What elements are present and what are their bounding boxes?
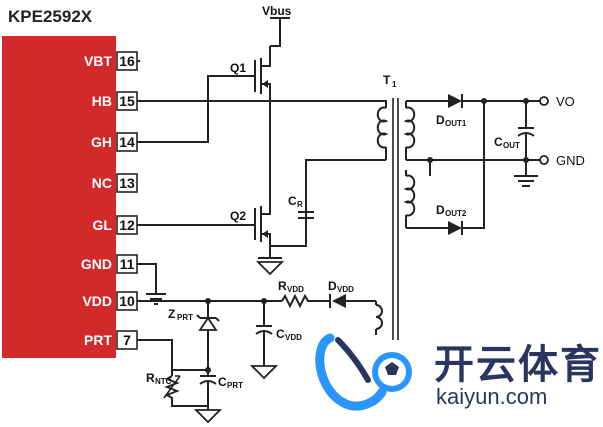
dout2-sub-label: OUT2: [445, 209, 467, 218]
q2-mosfet: Q2: [230, 200, 271, 258]
rntc-sub-label: NTC: [155, 377, 172, 386]
gnd-terminal: GND: [539, 153, 585, 168]
pin-name-nc: NC: [92, 175, 112, 191]
cr-sub-label: R: [297, 200, 303, 209]
cout-label: C: [494, 135, 503, 149]
dout2-label: D: [436, 203, 445, 217]
gnd-pin-wire: [137, 263, 157, 294]
q2-ground-icon: [255, 257, 285, 276]
q1-mosfet: Q1: [230, 46, 271, 101]
pin-number-12: 12: [119, 217, 135, 233]
prt-wire: [137, 339, 208, 371]
pin-box-13: [116, 173, 138, 193]
dvdd-diode: D VDD: [328, 279, 376, 308]
pin-number-11: 11: [120, 256, 135, 272]
rvdd-label: R: [278, 279, 287, 293]
pin-number-7: 7: [123, 332, 131, 348]
cprt-capacitor: C PRT: [193, 370, 243, 424]
pin-name-gl: GL: [93, 217, 113, 233]
pin-name-prt: PRT: [84, 332, 112, 348]
cprt-label: C: [218, 375, 227, 389]
cout-sub-label: OUT: [503, 141, 520, 150]
vo-terminal: VO: [539, 94, 575, 109]
gh-wire: [137, 75, 255, 143]
q2-label: Q2: [230, 209, 246, 223]
pin-number-15: 15: [119, 93, 135, 109]
rvdd-resistor: R VDD: [278, 279, 330, 309]
watermark-cn: 开云体育: [434, 343, 602, 387]
center-tap-wire: [406, 159, 431, 176]
pin-name-gnd: GND: [81, 256, 112, 272]
cvdd-label: C: [276, 327, 285, 341]
zprt-zener: Z PRT: [168, 301, 220, 370]
chip-title: KPE2592X: [8, 7, 93, 26]
rntc-label: R: [146, 371, 155, 385]
pin-name-hb: HB: [92, 93, 112, 109]
t1-label: T: [383, 73, 391, 87]
rvdd-sub-label: VDD: [287, 285, 304, 294]
gnd-pin-ground-icon: [146, 293, 166, 305]
cr-label: C: [288, 194, 297, 208]
pin-number-16: 16: [119, 53, 135, 69]
cvdd-capacitor: C VDD: [249, 301, 302, 380]
pin-name-vbt: VBT: [84, 53, 112, 69]
pin-number-13: 13: [119, 175, 135, 191]
dvdd-label: D: [328, 279, 337, 293]
dvdd-sub-label: VDD: [337, 285, 354, 294]
zprt-sub-label: PRT: [177, 313, 193, 322]
chip-body: [2, 36, 116, 358]
pin-name-vdd: VDD: [82, 293, 112, 309]
vbus-label: Vbus: [262, 4, 292, 18]
zprt-label: Z: [168, 307, 175, 321]
cvdd-sub-label: VDD: [285, 333, 302, 342]
cout-capacitor: C OUT: [494, 101, 538, 187]
watermark-logo-icon: [315, 333, 412, 411]
q1-label: Q1: [230, 61, 246, 75]
vbus-net: Vbus: [262, 4, 292, 47]
transformer-t1: T 1: [375, 73, 416, 340]
cr-capacitor: C R: [270, 159, 386, 247]
gnd-label: GND: [556, 153, 585, 168]
dout2-diode: D OUT2: [436, 101, 485, 235]
dout1-sub-label: OUT1: [445, 119, 467, 128]
watermark: 开云体育 kaiyun.com: [315, 333, 602, 411]
pin-number-14: 14: [119, 134, 135, 150]
vo-label: VO: [556, 94, 575, 109]
cprt-sub-label: PRT: [227, 381, 243, 390]
pin-name-gh: GH: [91, 134, 112, 150]
dout1-label: D: [436, 113, 445, 127]
t1-sub-label: 1: [392, 80, 397, 89]
rntc-thermistor: R NTC: [146, 370, 208, 407]
pin-number-10: 10: [119, 293, 135, 309]
watermark-en: kaiyun.com: [436, 384, 547, 409]
